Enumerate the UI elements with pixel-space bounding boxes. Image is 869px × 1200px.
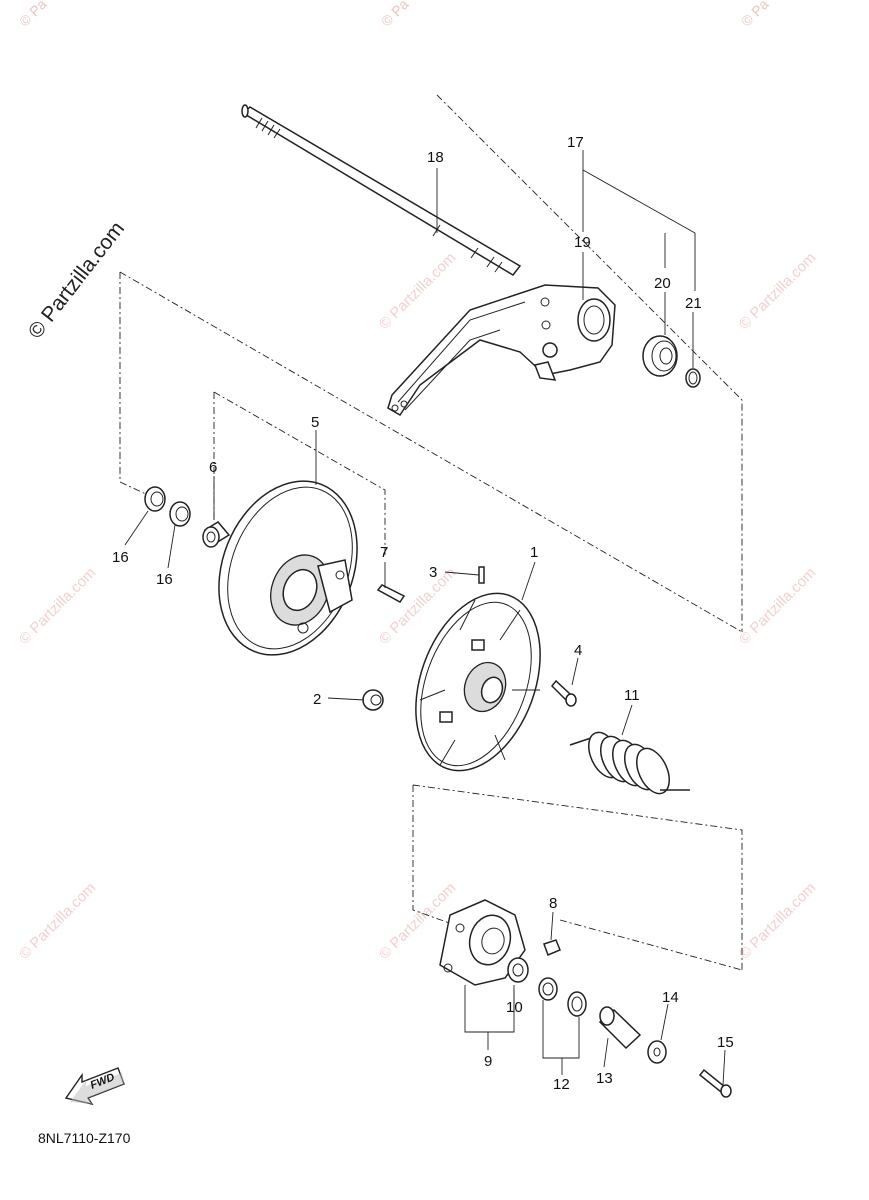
callout-1: 1: [530, 544, 538, 561]
shaft: [241, 104, 522, 276]
bolt: [550, 679, 577, 707]
callout-5: 5: [311, 414, 319, 431]
callout-20: 20: [654, 275, 671, 292]
bearing: [642, 335, 678, 377]
watermarks: © Pa © Pa © Pa © Partzilla.com © Partzil…: [16, 0, 819, 963]
callout-9: 9: [484, 1053, 492, 1070]
callout-16: 16: [112, 549, 129, 566]
reference-lines: [119, 94, 743, 971]
callout-14: 14: [662, 989, 679, 1006]
fwd-arrow-icon: FWD: [64, 1067, 125, 1106]
watermark: © Partzilla.com: [736, 249, 819, 332]
watermark: © Partzilla.com: [376, 249, 459, 332]
movable-sheave: [415, 592, 541, 772]
callouts: 1 2 3 4 5 6 7 8 9 10 11 12 13 14 15 16 1…: [112, 134, 734, 1093]
callout-3: 3: [429, 564, 437, 581]
bolt: [698, 1068, 732, 1098]
callout-16: 16: [156, 571, 173, 588]
washer: [169, 501, 191, 527]
callout-8: 8: [549, 895, 557, 912]
watermark: © Partzilla.com: [736, 879, 819, 962]
collar: [598, 1006, 642, 1050]
watermark-corner: © Pa: [378, 0, 412, 29]
bearing: [362, 689, 384, 711]
washer: [538, 977, 558, 1001]
pin: [478, 566, 485, 584]
nut: [543, 939, 561, 956]
watermark-corner: © Pa: [16, 0, 50, 29]
callout-19: 19: [574, 234, 591, 251]
arm: [387, 284, 616, 417]
circlip: [685, 368, 701, 388]
leader-lines: [124, 150, 726, 1086]
callout-15: 15: [717, 1034, 734, 1051]
spring: [569, 731, 690, 795]
callout-21: 21: [685, 295, 702, 312]
bushing: [202, 521, 231, 548]
callout-12: 12: [553, 1076, 570, 1093]
washer: [144, 486, 166, 512]
bushing: [507, 957, 529, 983]
partzilla-brand: © Partzilla.com: [24, 217, 129, 343]
watermark: © Partzilla.com: [16, 564, 99, 647]
callout-7: 7: [380, 544, 388, 561]
callout-17: 17: [567, 134, 584, 151]
callout-13: 13: [596, 1070, 613, 1087]
washer: [567, 991, 587, 1017]
watermark-corner: © Pa: [738, 0, 772, 29]
stud: [376, 584, 406, 603]
watermark: © Partzilla.com: [736, 564, 819, 647]
callout-2: 2: [313, 691, 321, 708]
diagram-code: 8NL7110-Z170: [38, 1130, 131, 1146]
callout-4: 4: [574, 642, 582, 659]
callout-10: 10: [506, 999, 523, 1016]
fixed-sheave: [218, 480, 358, 656]
washer: [647, 1040, 667, 1064]
callout-6: 6: [209, 459, 217, 476]
callout-18: 18: [427, 149, 444, 166]
cam: [439, 899, 526, 986]
callout-11: 11: [624, 687, 640, 704]
watermark: © Partzilla.com: [16, 879, 99, 962]
